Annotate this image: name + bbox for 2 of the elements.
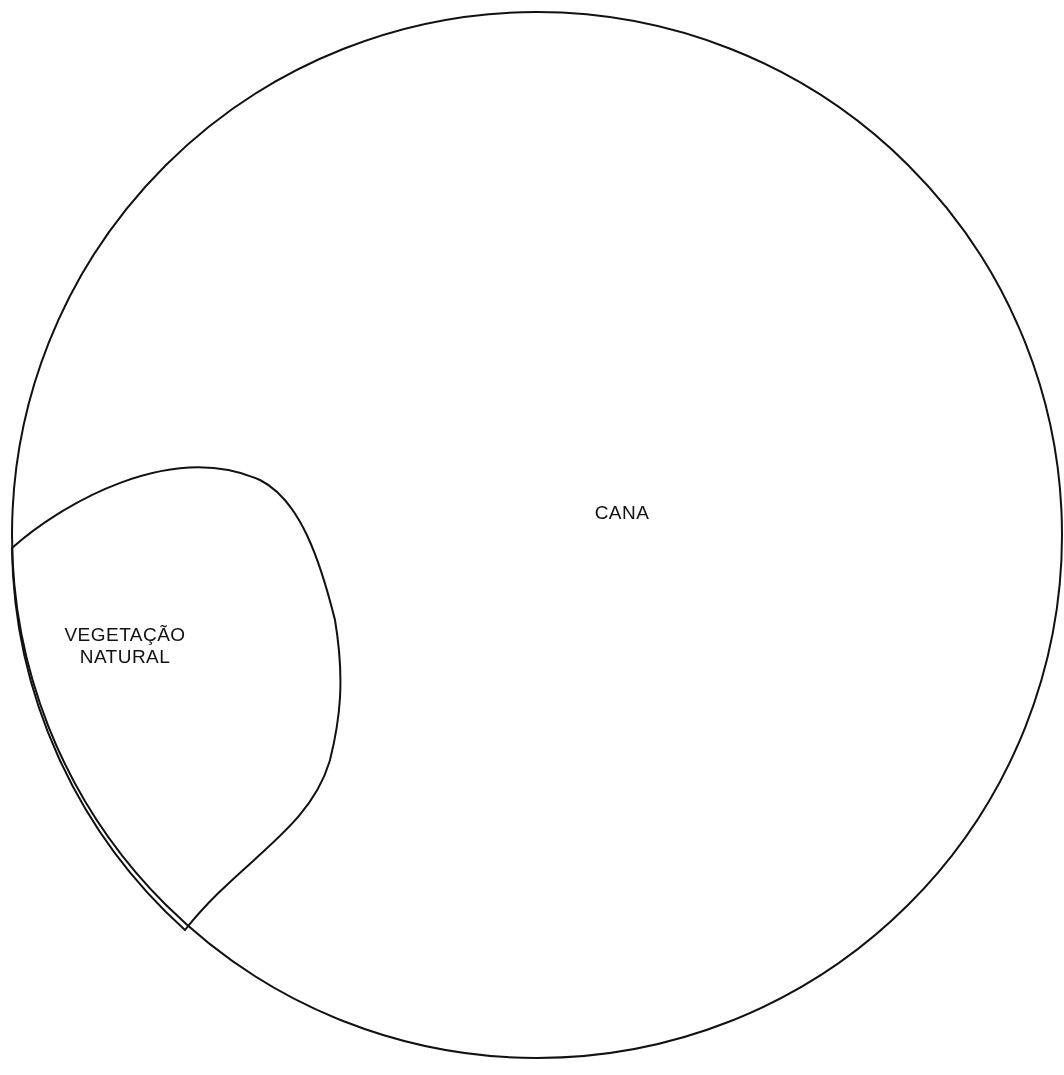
region-label: VEGETAÇÃO NATURAL: [63, 624, 187, 668]
region-label: CANA: [593, 502, 651, 524]
